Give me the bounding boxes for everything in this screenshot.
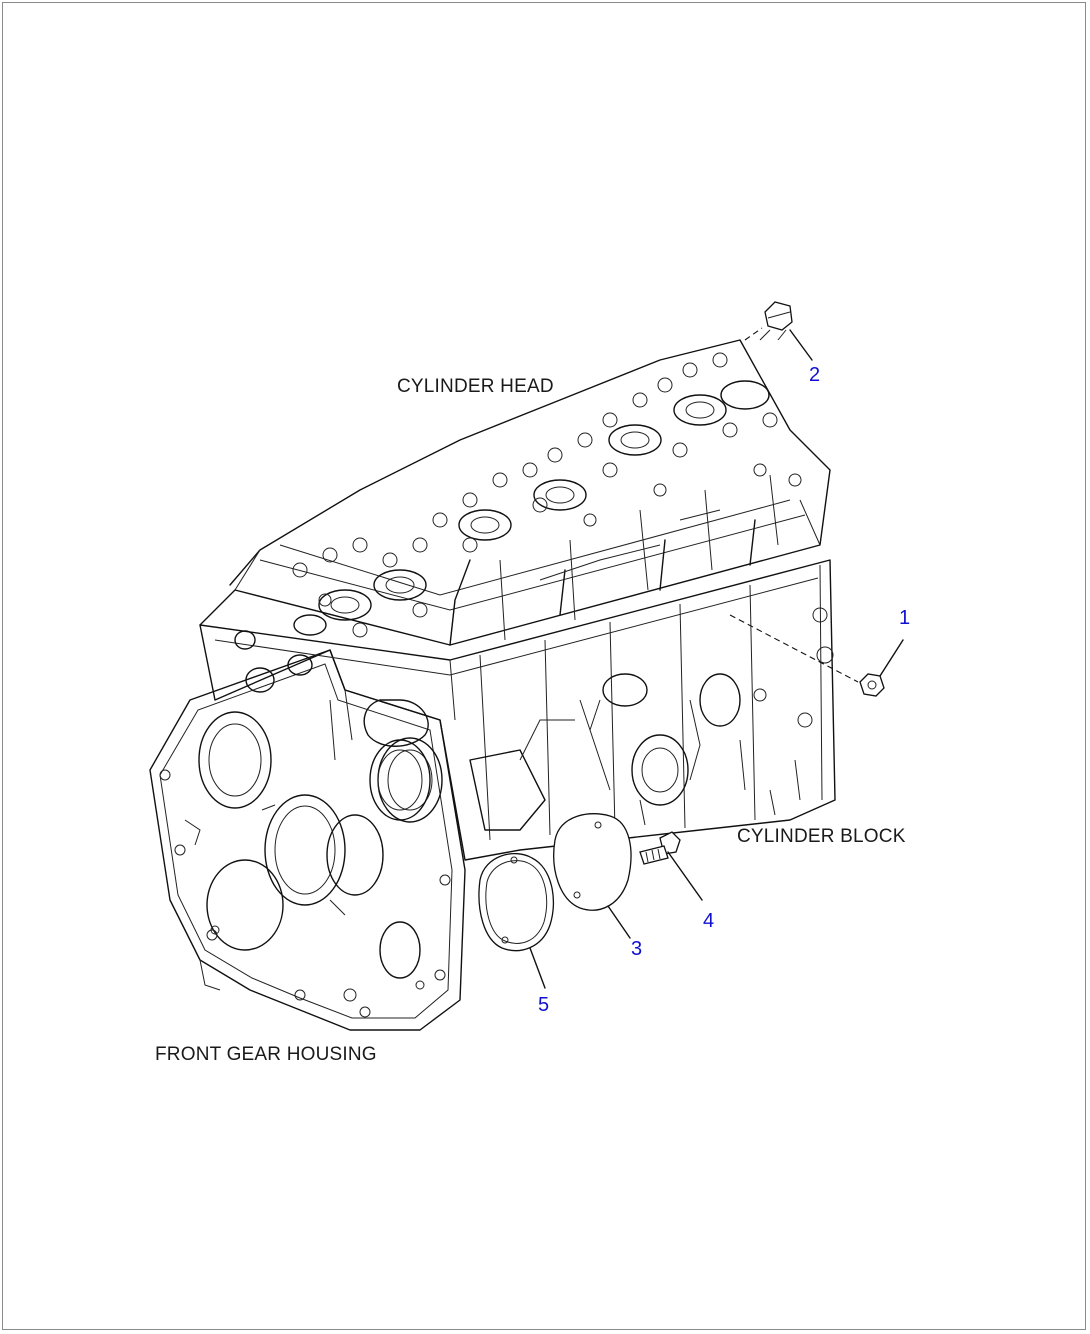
part-5-gasket [478,853,555,989]
part-4-bolt [639,831,703,901]
callout-1: 1 [899,607,911,629]
callout-3: 3 [631,938,643,960]
part-3-cover-plate [553,813,632,939]
label-cylinder-block: CYLINDER BLOCK [737,826,906,847]
label-cylinder-head: CYLINDER HEAD [397,376,554,397]
callout-4: 4 [703,910,715,932]
label-front-gear-housing: FRONT GEAR HOUSING [155,1044,377,1065]
cylinder-head-drawing [199,339,831,646]
cylinder-block-drawing [199,559,836,861]
front-gear-housing-drawing [149,649,466,1031]
part-1-nut [729,614,904,697]
callout-2: 2 [809,364,821,386]
callout-5: 5 [538,994,550,1016]
part-2-plug [744,301,813,361]
